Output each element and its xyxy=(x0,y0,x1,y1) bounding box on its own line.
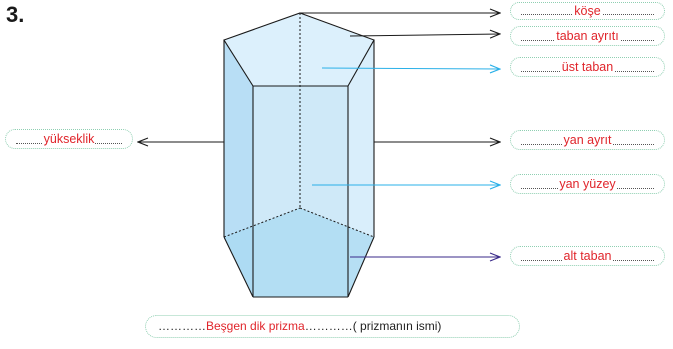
label-alt-taban-text: alt taban xyxy=(562,249,613,263)
prism-name-answer: …………Beşgen dik prizma…………( prizmanın ism… xyxy=(145,315,520,338)
label-yukseklik: yükseklik xyxy=(5,129,133,149)
label-yan-yuzey-text: yan yüzey xyxy=(558,177,617,191)
label-ust-taban-text: üst taban xyxy=(560,60,615,74)
label-alt-taban: alt taban xyxy=(510,246,665,266)
label-kose: köşe xyxy=(510,2,665,20)
bottom-base-face xyxy=(224,208,374,297)
problem-number: 3. xyxy=(6,2,25,27)
answer-trailing-dots: ………… xyxy=(304,319,353,333)
label-taban-ayriti: taban ayrıtı xyxy=(510,26,665,46)
label-taban-ayriti-text: taban ayrıtı xyxy=(555,29,620,43)
label-kose-text: köşe xyxy=(573,4,602,18)
label-yan-yuzey: yan yüzey xyxy=(510,174,665,194)
answer-leading-dots: ………… xyxy=(158,319,206,333)
hidden-bottom-edge-right xyxy=(299,207,375,238)
label-yukseklik-text: yükseklik xyxy=(42,132,96,146)
hidden-bottom-edge-left xyxy=(223,207,301,238)
label-yan-ayrit: yan ayrıt xyxy=(510,130,665,150)
arrow-taban-ayriti xyxy=(349,34,500,36)
label-ust-taban: üst taban xyxy=(510,57,665,77)
answer-prism-name: Beşgen dik prizma xyxy=(206,319,305,333)
label-yan-ayrit-text: yan ayrıt xyxy=(562,133,613,147)
answer-note: ( prizmanın ismi) xyxy=(352,319,442,333)
top-base-face xyxy=(223,12,375,87)
arrow-ust-taban xyxy=(321,68,500,69)
